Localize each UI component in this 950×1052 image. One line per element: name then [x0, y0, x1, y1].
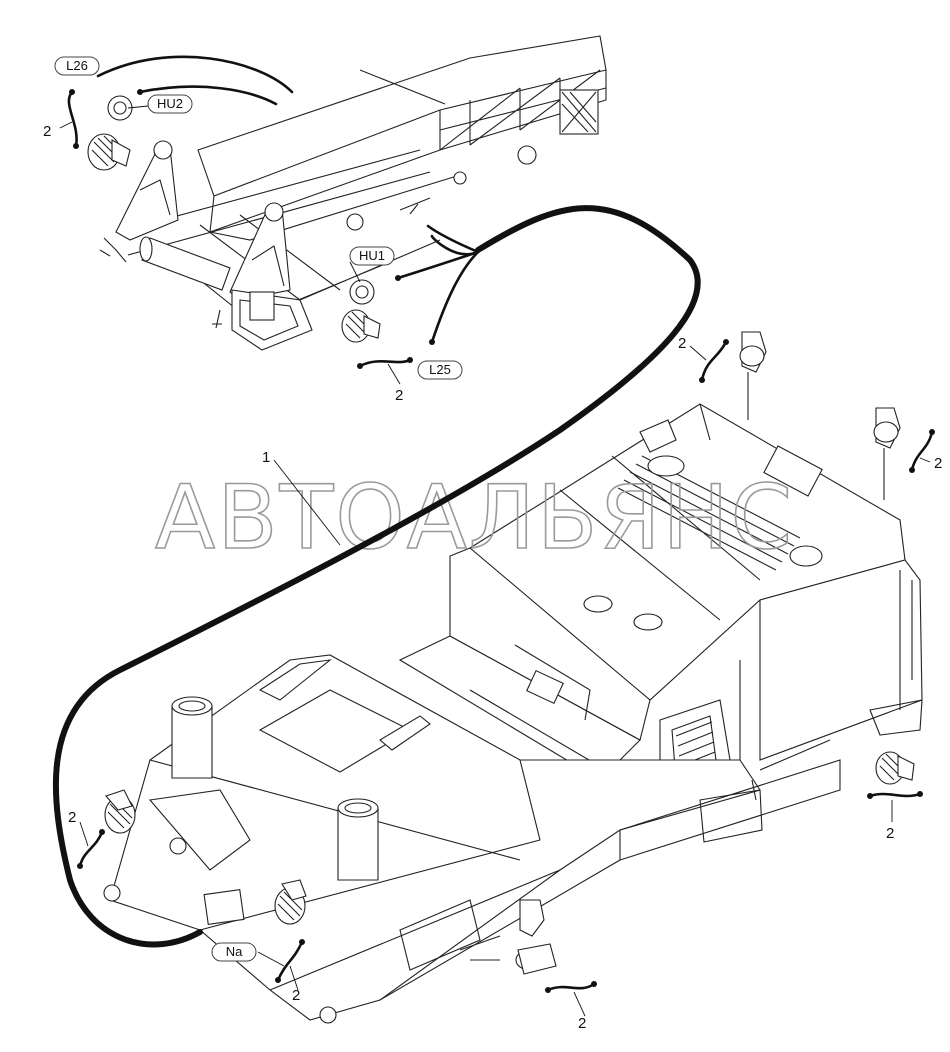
callout-item-2-top-right: 2: [678, 335, 686, 352]
branch-wire-1: [426, 224, 480, 254]
tag-hu1: HU1: [349, 246, 395, 266]
hu2-wire: [138, 85, 278, 106]
upper-frame-assembly: [99, 35, 607, 351]
l26-wire: [96, 55, 294, 94]
callout-item-1: 1: [262, 449, 270, 466]
callout-item-2-top-left: 2: [43, 123, 51, 140]
tag-l25: L25: [417, 360, 463, 380]
short-wire-group: [67, 90, 934, 992]
cable-end-dots: [69, 89, 935, 993]
leader-lines: [59, 105, 931, 1017]
callout-item-2-upper-mid: 2: [395, 387, 403, 404]
callout-item-2-bottom-left: 2: [292, 987, 300, 1004]
tag-l25-label: L25: [429, 362, 451, 377]
tag-hu2-label: HU2: [157, 96, 183, 111]
tag-l26-label: L26: [66, 58, 88, 73]
tag-na-label: Na: [226, 944, 243, 959]
callout-item-2-lower-right: 2: [886, 825, 894, 842]
branch-wire-4: [430, 234, 480, 256]
callout-item-2-bottom-right: 2: [578, 1015, 586, 1032]
callout-item-2-far-right: 2: [934, 455, 942, 472]
tag-hu2: HU2: [147, 94, 193, 114]
tag-na: Na: [211, 942, 257, 962]
tag-l26: L26: [54, 56, 100, 76]
lower-body-assembly: [103, 403, 923, 1024]
main-cable-harness: [52, 205, 701, 948]
branch-wire-3: [430, 250, 480, 344]
lamp-components: [87, 95, 915, 975]
tag-hu1-label: HU1: [359, 248, 385, 263]
callout-item-2-lower-left: 2: [68, 809, 76, 826]
